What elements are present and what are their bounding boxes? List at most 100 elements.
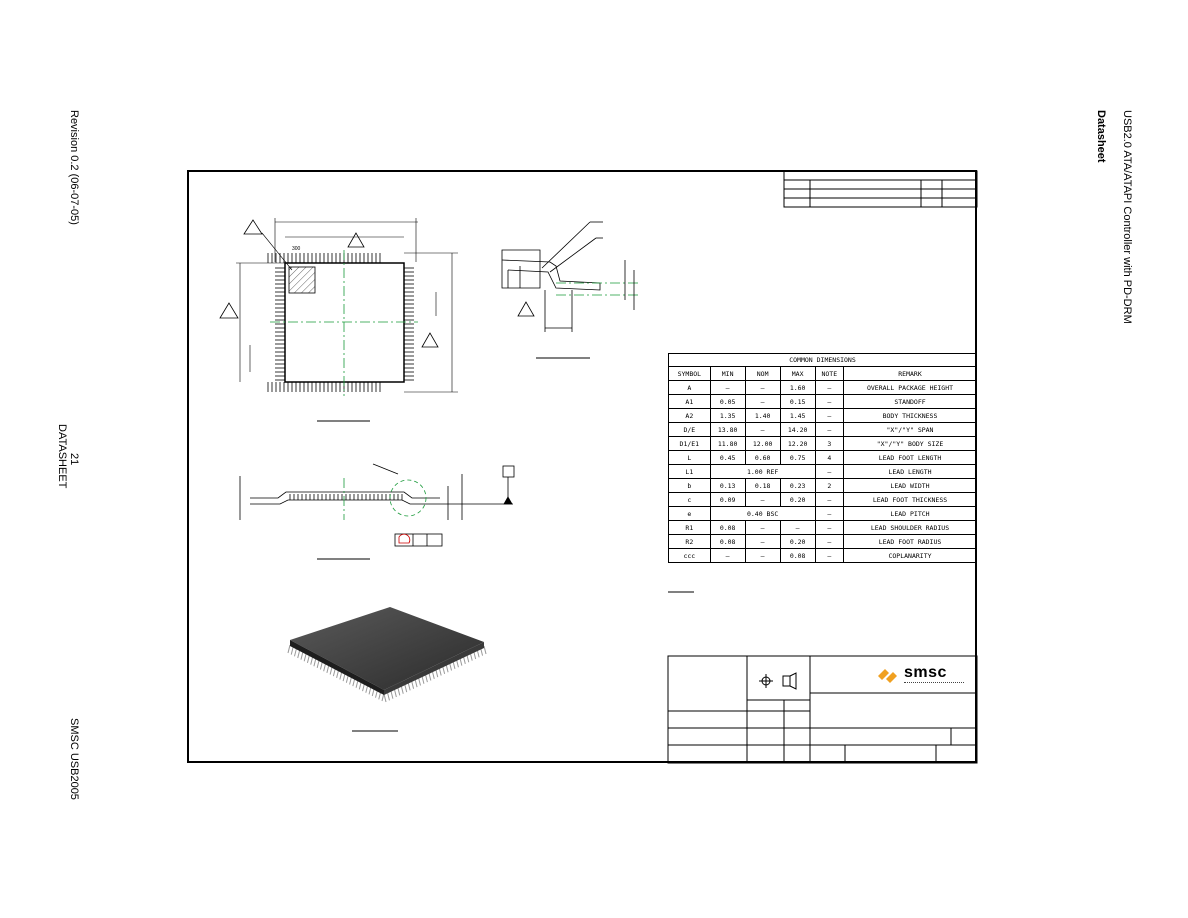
table-cell: A	[668, 380, 711, 395]
lead	[287, 644, 291, 654]
table-cell: 0.08	[709, 534, 746, 549]
table-cell: D/E	[668, 422, 711, 437]
table-cell: –	[814, 492, 845, 507]
lead	[293, 648, 297, 657]
table-cell: –	[709, 380, 746, 395]
lead	[323, 663, 327, 672]
table-cell: LEAD SHOULDER RADIUS	[843, 520, 977, 535]
table-cell: 12.00	[744, 436, 781, 451]
table-title: COMMON DIMENSIONS	[668, 353, 977, 367]
table-cell: 13.80	[709, 422, 746, 437]
table-cell: 0.40 BSC	[709, 506, 816, 521]
column-header: MAX	[779, 366, 816, 381]
column-header: NOM	[744, 366, 781, 381]
lead	[428, 672, 432, 681]
top-view	[219, 218, 458, 422]
table-cell: 11.80	[709, 436, 746, 451]
lead	[303, 653, 307, 662]
table-cell: 1.35	[709, 408, 746, 423]
table-cell: ccc	[668, 548, 711, 563]
lead	[421, 675, 425, 684]
table-cell: c	[668, 492, 711, 507]
table-cell: e	[668, 506, 711, 521]
table-cell: 0.09	[709, 492, 746, 507]
lead	[483, 645, 487, 655]
table-cell: –	[814, 520, 845, 535]
table-cell: LEAD PITCH	[843, 506, 977, 521]
table-cell: 0.20	[779, 534, 816, 549]
lead	[407, 682, 411, 691]
table-cell: –	[744, 422, 781, 437]
lead	[431, 670, 435, 679]
table-cell: D1/E1	[668, 436, 711, 451]
table-cell: –	[814, 464, 845, 479]
table-cell: 0.18	[744, 478, 781, 493]
table-cell: LEAD WIDTH	[843, 478, 977, 493]
table-cell: LEAD FOOT THICKNESS	[843, 492, 977, 507]
table-cell: L1	[668, 464, 711, 479]
table-cell: –	[709, 548, 746, 563]
table-cell: LEAD FOOT LENGTH	[843, 450, 977, 465]
table-cell: COPLANARITY	[843, 548, 977, 563]
lead	[329, 666, 333, 675]
column-header: NOTE	[814, 366, 845, 381]
table-cell: 0.23	[779, 478, 816, 493]
table-cell: b	[668, 478, 711, 493]
table-cell: 0.15	[779, 394, 816, 409]
table-cell: –	[744, 548, 781, 563]
table-cell: –	[744, 520, 781, 535]
lead	[313, 658, 317, 667]
table-row: A––1.60–OVERALL PACKAGE HEIGHT	[668, 380, 977, 395]
table-cell: A2	[668, 408, 711, 423]
table-cell: 2	[814, 478, 845, 493]
table-cell: –	[744, 492, 781, 507]
table-cell: "X"/"Y" BODY SIZE	[843, 436, 977, 451]
table-cell: R1	[668, 520, 711, 535]
table-cell: –	[744, 534, 781, 549]
lead	[414, 678, 418, 688]
logo-tagline	[904, 682, 964, 685]
table-cell: 0.08	[709, 520, 746, 535]
table-cell: –	[744, 394, 781, 409]
lead	[393, 688, 397, 698]
lead	[326, 664, 330, 673]
table-cell: LEAD LENGTH	[843, 464, 977, 479]
detail-view	[501, 221, 640, 359]
smsc-logo-icon	[878, 668, 897, 683]
table-cell: 0.05	[709, 394, 746, 409]
table-cell: BODY THICKNESS	[843, 408, 977, 423]
revision-block	[783, 170, 978, 208]
table-cell: "X"/"Y" SPAN	[843, 422, 977, 437]
table-cell: 0.08	[779, 548, 816, 563]
column-header: MIN	[709, 366, 746, 381]
table-cell: –	[814, 408, 845, 423]
table-cell: 0.75	[779, 450, 816, 465]
lead	[290, 646, 294, 655]
table-cell: 3	[814, 436, 845, 451]
lead	[306, 654, 310, 664]
lead	[319, 661, 323, 670]
lead	[390, 690, 394, 699]
table-cell: 4	[814, 450, 845, 465]
table-cell: 1.60	[779, 380, 816, 395]
table-cell: –	[814, 506, 845, 521]
lead	[411, 680, 415, 689]
lead	[397, 687, 401, 696]
table-cell: A1	[668, 394, 711, 409]
lead	[383, 693, 387, 703]
table-cell: –	[814, 394, 845, 409]
table-cell: –	[814, 422, 845, 437]
table-cell: STANDOFF	[843, 394, 977, 409]
column-header: REMARK	[843, 366, 977, 381]
lead	[332, 668, 336, 677]
title-block	[667, 655, 978, 764]
